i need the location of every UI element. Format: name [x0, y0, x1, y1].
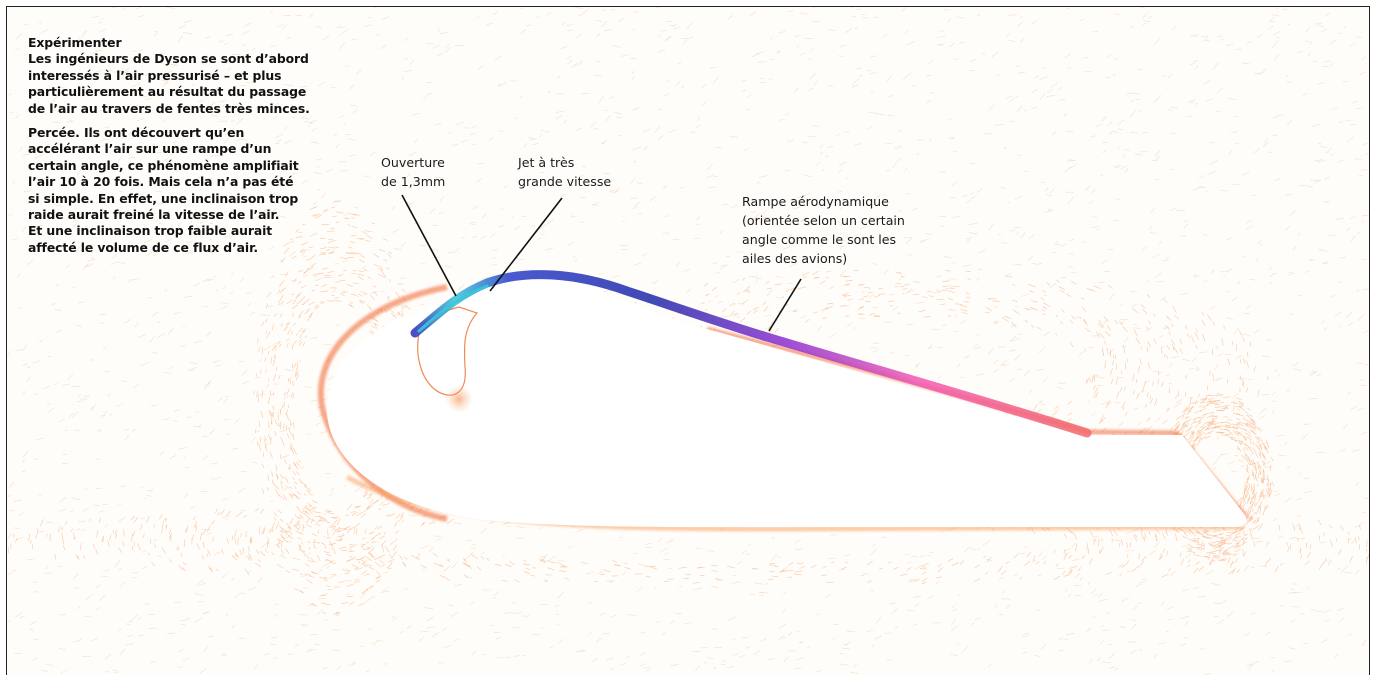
label-opening: Ouverture de 1,3mm [381, 153, 445, 191]
label-jet-line: Jet à très [518, 153, 611, 172]
intro-line: accélérant l’air sur une rampe d’un [28, 141, 348, 157]
label-jet: Jet à très grande vitesse [518, 153, 611, 191]
label-ramp-line: ailes des avions) [742, 249, 905, 268]
label-ramp-line: angle comme le sont les [742, 230, 905, 249]
label-ramp-line: Rampe aérodynamique [742, 192, 905, 211]
intro-line: l’air 10 à 20 fois. Mais cela n’a pas ét… [28, 174, 348, 190]
intro-line: particulièrement au résultat du passage [28, 84, 348, 100]
label-opening-line: de 1,3mm [381, 172, 445, 191]
intro-paragraph-1: Expérimenter Les ingénieurs de Dyson se … [28, 35, 348, 117]
leader-ramp [769, 279, 801, 331]
label-jet-line: grande vitesse [518, 172, 611, 191]
intro-text: Expérimenter Les ingénieurs de Dyson se … [28, 35, 348, 264]
intro-line: raide aurait freiné la vitesse de l’air. [28, 207, 348, 223]
label-ramp: Rampe aérodynamique (orientée selon un c… [742, 192, 905, 268]
intro-heading: Expérimenter [28, 35, 348, 51]
intro-line: Les ingénieurs de Dyson se sont d’abord [28, 51, 348, 67]
intro-line: Percée. Ils ont découvert qu’en [28, 125, 348, 141]
slot-vortex [445, 385, 473, 413]
intro-line: affecté le volume de ce flux d’air. [28, 240, 348, 256]
leader-opening [402, 195, 456, 296]
intro-paragraph-2: Percée. Ils ont découvert qu’en accéléra… [28, 125, 348, 256]
diagram-frame: Expérimenter Les ingénieurs de Dyson se … [6, 6, 1370, 675]
intro-line: certain angle, ce phénomène amplifiait [28, 158, 348, 174]
intro-line: Et une inclinaison trop faible aurait [28, 223, 348, 239]
intro-line: interessés à l’air pressurisé – et plus [28, 68, 348, 84]
intro-line: de l’air au travers de fentes très mince… [28, 101, 348, 117]
label-opening-line: Ouverture [381, 153, 445, 172]
intro-line: si simple. En effet, une inclinaison tro… [28, 191, 348, 207]
label-ramp-line: (orientée selon un certain [742, 211, 905, 230]
